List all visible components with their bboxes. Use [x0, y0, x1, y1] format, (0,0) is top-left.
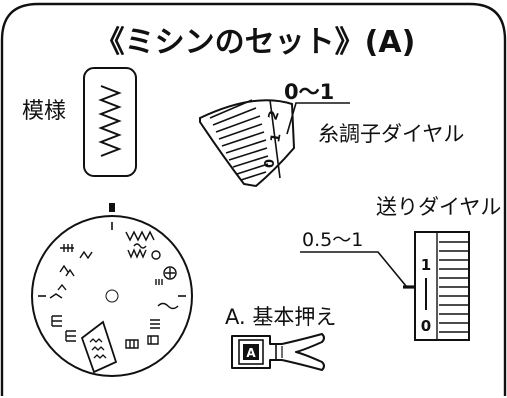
straight-stitch-glyph — [155, 279, 163, 285]
zigzag-stitch-glyph — [125, 230, 155, 242]
tension-setting-label: 0〜1 — [284, 80, 334, 104]
zigzag-stitch-glyph — [127, 248, 147, 259]
zigzag-stitch-icon — [98, 85, 122, 157]
e-shaped-stitch-glyph — [65, 330, 76, 342]
presser-foot-icon: A — [231, 333, 325, 371]
tension-leader-line — [286, 102, 350, 135]
feed-setting-label: 0.5〜1 — [302, 229, 363, 251]
tension-mark-0: 0 — [263, 159, 278, 168]
blind-stitch-glyph — [59, 264, 75, 277]
buttonhole-glyph — [151, 250, 161, 260]
button-glyph — [163, 266, 177, 280]
diagram-title: 《ミシンのセット》(A) — [95, 25, 416, 60]
selected-pattern-window — [80, 320, 118, 374]
blind-stitch-glyph — [79, 250, 93, 260]
side-stitch-glyph — [60, 244, 74, 252]
tension-mark-1: 1 — [268, 132, 284, 144]
dial-ticks — [38, 222, 186, 297]
feed-dial-ridges — [439, 241, 469, 333]
feed-leader-line — [300, 251, 407, 287]
pattern-label: 模様 — [22, 99, 66, 124]
decorative-stitch-glyph — [157, 302, 179, 310]
feed-mark-1: 1 — [421, 256, 431, 274]
presser-foot-letter: A — [246, 346, 256, 360]
decorative-stitch-glyph — [147, 335, 159, 345]
presser-foot-label: A. 基本押え — [225, 305, 336, 329]
feed-mark-0: 0 — [421, 317, 431, 335]
stitch-pictograms — [49, 230, 179, 349]
e-shaped-stitch-glyph — [51, 315, 62, 327]
zigzag-stitch-window — [83, 67, 137, 177]
pattern-selector-dial — [31, 203, 193, 377]
overcast-stitch-glyph — [49, 283, 67, 299]
wave-stitch-glyph — [133, 243, 147, 249]
tension-dial-label: 糸調子ダイヤル — [318, 122, 464, 146]
feed-dial-label: 送りダイヤル — [376, 195, 501, 219]
decorative-stitch-glyph — [150, 319, 160, 329]
dial-pointer — [109, 203, 115, 212]
thread-tension-dial: 2 1 0 — [199, 99, 296, 188]
feed-dial: 1 0 — [403, 231, 470, 341]
tension-dial-ridges — [209, 99, 269, 181]
decorative-stitch-glyph — [125, 339, 139, 349]
